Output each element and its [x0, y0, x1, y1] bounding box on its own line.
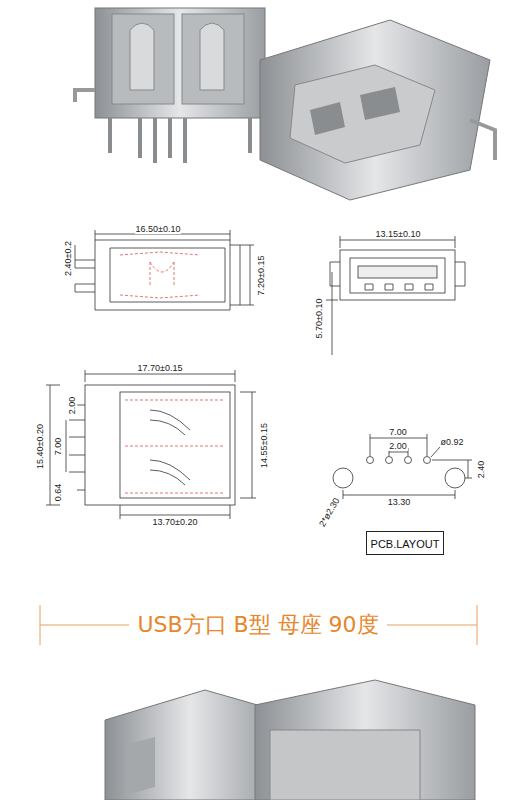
dimension-label: ø0.92 [439, 438, 464, 447]
banner-title: USB方口 B型 母座 90度 [129, 610, 386, 640]
dimension-label: 13.70±0.20 [152, 518, 199, 527]
dimension-label: 2*ø2.30 [318, 495, 343, 529]
dimension-label: 2.40±0.2 [64, 240, 73, 277]
dimension-label: 5.70±0.10 [315, 297, 324, 339]
dimension-label: 13.30 [387, 498, 412, 507]
layout-caption-box: PCB.LAYOUT [366, 531, 445, 555]
dimension-label: 2.00 [69, 395, 78, 415]
dimension-label: 17.70±0.15 [137, 364, 184, 373]
dimension-label: 13.15±0.10 [375, 230, 422, 239]
dimension-label: 7.00 [55, 436, 64, 456]
dimension-label: 16.50±0.10 [135, 225, 182, 234]
side-view [75, 230, 254, 310]
dimension-label: 2.00 [388, 442, 408, 451]
dimension-label: 7.20±0.15 [257, 254, 266, 296]
dimension-label: 15.40±0.20 [35, 423, 44, 470]
dimension-label: 7.00 [388, 428, 408, 437]
front-view [326, 236, 465, 355]
banner-frame [40, 605, 477, 645]
dimension-label: 0.64 [55, 482, 64, 502]
connector-photo-bottom [105, 680, 475, 800]
pcb-layout [333, 434, 472, 499]
caption-text: PCB.LAYOUT [371, 538, 440, 550]
connector-photo [75, 8, 495, 200]
dimension-label: 14.55±0.15 [259, 422, 268, 469]
dimension-label: 2.40 [478, 459, 487, 479]
top-view [46, 370, 256, 519]
